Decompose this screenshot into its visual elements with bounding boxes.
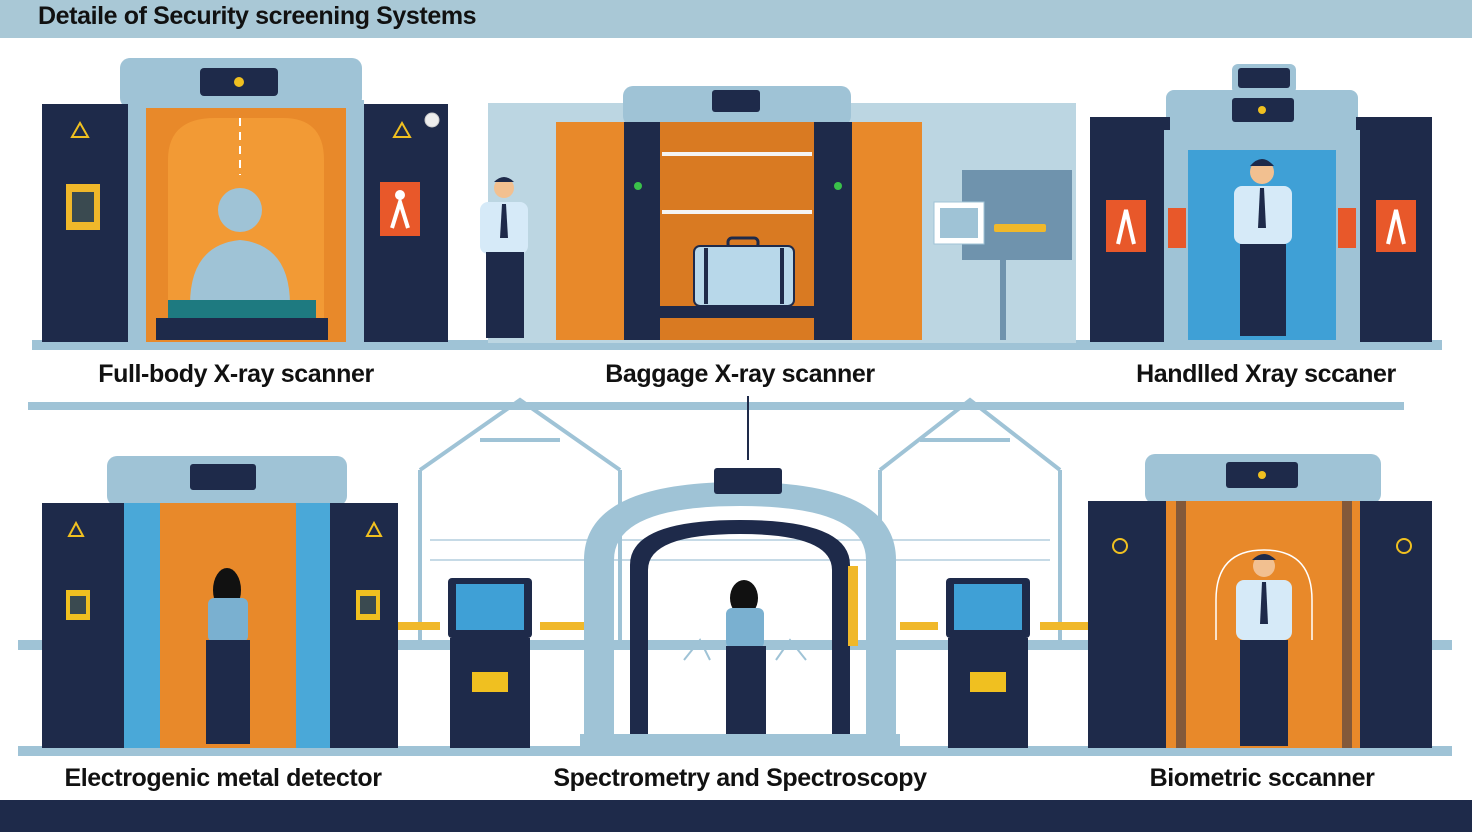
guard-figure — [480, 177, 528, 338]
metal-detector — [42, 456, 398, 748]
title-bar — [0, 0, 1472, 38]
full-body-scanner — [42, 58, 448, 342]
warning-icon — [67, 520, 85, 537]
handheld-scanner — [1090, 64, 1432, 342]
kiosk-right — [946, 578, 1030, 748]
person-icon — [380, 182, 420, 236]
caption-baggage-scanner: Baggage X-ray scanner — [605, 360, 875, 388]
biometric-scanner — [1088, 454, 1432, 748]
person-figure — [726, 580, 766, 746]
person-icon — [1106, 200, 1146, 252]
warning-icon — [365, 520, 383, 537]
caption-metal-detector: Electrogenic metal detector — [64, 764, 382, 792]
qr-code-icon — [356, 590, 380, 620]
page-title: Detaile of Security screening Systems — [38, 2, 477, 30]
spectrometry-arch — [580, 468, 900, 748]
baggage-scanner — [480, 86, 1076, 343]
warning-icon — [70, 120, 90, 138]
caption-handheld-scanner: Handlled Xray sccaner — [1136, 360, 1396, 388]
kiosk-left — [448, 578, 532, 748]
qr-code-icon — [66, 590, 90, 620]
caption-full-body-scanner: Full-body X-ray scanner — [98, 360, 374, 388]
guard-figure — [1234, 159, 1292, 336]
person-figure — [206, 568, 250, 744]
caption-biometric-scanner: Biometric sccanner — [1149, 764, 1375, 792]
qr-code-icon — [66, 184, 100, 230]
guard-figure — [1236, 554, 1292, 746]
caption-spectrometry: Spectrometry and Spectroscopy — [553, 764, 927, 792]
footer-bar — [0, 800, 1472, 832]
warning-icon — [392, 120, 412, 138]
luggage-icon — [693, 236, 795, 307]
person-icon — [1376, 200, 1416, 252]
